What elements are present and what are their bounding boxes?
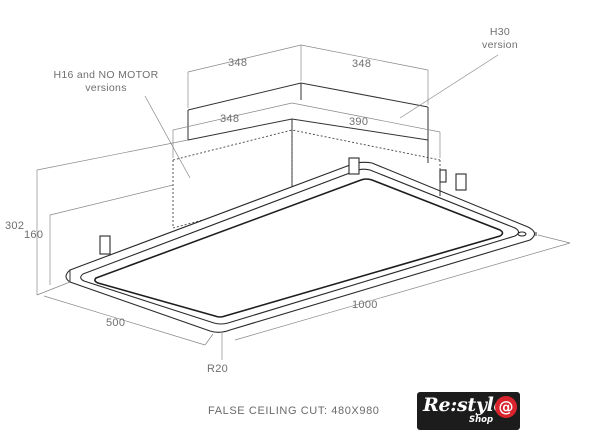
dim-total-height: 302 — [5, 220, 24, 232]
dim-top-right: 348 — [352, 58, 371, 70]
dim-top-left: 348 — [228, 57, 247, 69]
dim-length: 1000 — [352, 299, 378, 311]
note-h30-line1: H30 — [490, 26, 510, 38]
glass-panel — [94, 178, 504, 318]
dim-depth: 500 — [106, 317, 125, 329]
logo-main-text: Re:style — [423, 394, 506, 416]
hood-frame — [65, 140, 537, 333]
false-ceiling-caption: FALSE CEILING CUT: 480X980 — [208, 405, 380, 417]
dimension-lines — [36, 44, 571, 360]
dim-mid-right: 390 — [349, 116, 368, 128]
logo-sub-text: Shop — [469, 415, 494, 425]
logo-at-icon: @ — [495, 396, 517, 418]
note-h16-line2: versions — [85, 82, 127, 94]
dim-mid-left: 348 — [220, 113, 239, 125]
dim-corner-radius: R20 — [207, 363, 228, 375]
note-h30-line2: version — [482, 39, 518, 51]
note-h16-line1: H16 and NO MOTOR — [54, 69, 159, 81]
restyle-shop-logo: Re:style @ Shop — [417, 392, 520, 430]
dim-body-height: 160 — [24, 229, 43, 241]
